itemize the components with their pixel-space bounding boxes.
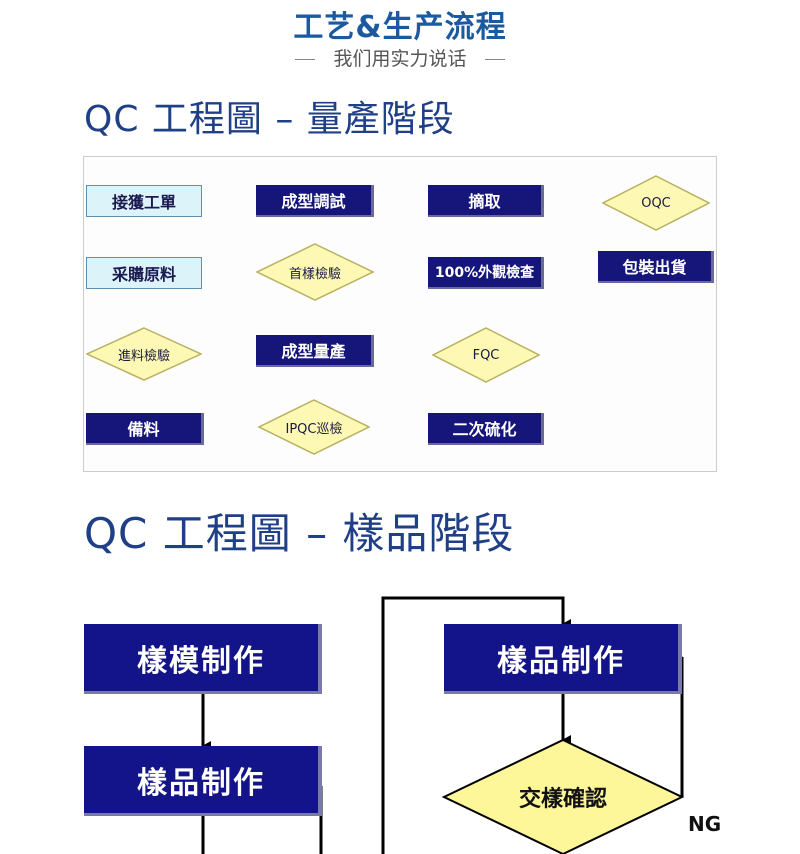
node-packaging: 包裝出貨 <box>598 251 714 283</box>
diamond-shape <box>86 327 202 381</box>
diamond-shape <box>258 399 370 455</box>
node-prepare-material: 備料 <box>86 413 204 445</box>
node-first-article-label: 首樣檢驗 <box>288 266 341 282</box>
node-fqc: FQC <box>432 327 540 383</box>
node-sample-make-left: 樣品制作 <box>84 746 322 816</box>
ng-label: NG <box>688 812 722 836</box>
right-dash <box>484 59 505 60</box>
node-extract: 摘取 <box>428 185 544 217</box>
node-sample-make-right: 樣品制作 <box>444 624 682 694</box>
page-subtitle: 我们用实力说话 <box>0 44 800 71</box>
node-purchase-material: 采購原料 <box>86 257 202 289</box>
arrow-loop-to-sample <box>381 596 571 854</box>
node-fqc-label: FQC <box>472 347 500 363</box>
node-sample-confirm: 交樣確認 <box>518 787 607 812</box>
mass-production-title: QC 工程圖 – 量產階段 <box>84 99 455 140</box>
mass-production-chart: 接獲工單 采購原料 進料檢驗 備料 成型調試 首樣檢驗 成型量產 IPQC巡檢 … <box>83 156 717 472</box>
node-sample-mold: 樣模制作 <box>84 624 322 694</box>
sample-stage-title: QC 工程圖 – 樣品階段 <box>84 509 515 558</box>
diamond-shape <box>432 327 540 383</box>
page-title: 工艺&生产流程 <box>293 10 507 45</box>
node-molding-mass: 成型量產 <box>256 335 374 367</box>
confirm-diamond <box>441 738 685 854</box>
diamond-shape <box>256 243 374 301</box>
node-first-article: 首樣檢驗 <box>256 243 374 301</box>
node-oqc: OQC <box>602 175 710 231</box>
node-incoming-inspection: 進料檢驗 <box>86 327 202 381</box>
subtitle-text: 我们用实力说话 <box>333 48 467 70</box>
left-dash <box>295 59 316 60</box>
node-ipqc: IPQC巡檢 <box>258 399 370 455</box>
node-incoming-inspection-label: 進料檢驗 <box>117 348 170 364</box>
node-ipqc-label: IPQC巡檢 <box>285 421 343 437</box>
node-oqc-label: OQC <box>641 195 671 211</box>
node-molding-debug: 成型調試 <box>256 185 374 217</box>
node-full-inspection: 100%外觀檢查 <box>428 257 544 289</box>
node-receive-order: 接獲工單 <box>86 185 202 217</box>
diamond-shape <box>602 175 710 231</box>
node-secondary-cure: 二次硫化 <box>428 413 544 445</box>
